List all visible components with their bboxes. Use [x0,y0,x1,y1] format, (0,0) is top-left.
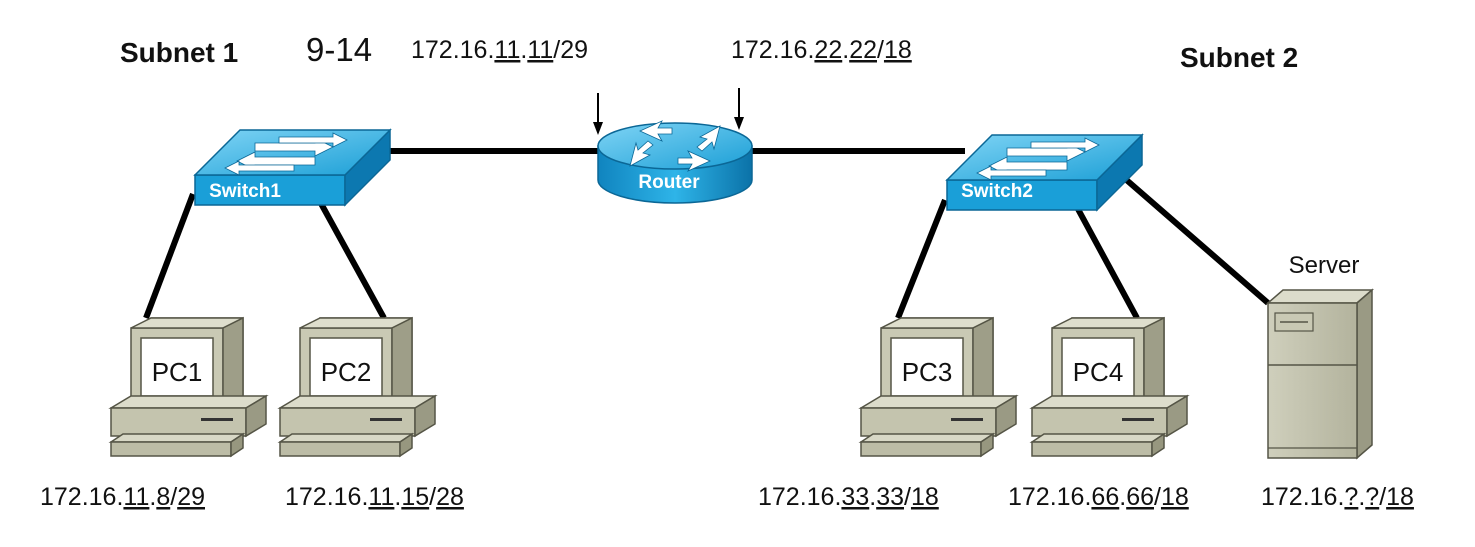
pc4-icon[interactable]: PC4 [1031,317,1188,457]
switch2-icon[interactable]: Switch2 [946,134,1143,211]
router-icon[interactable]: Router [597,120,753,204]
switch1-label: Switch1 [209,181,281,202]
pc4-label: PC4 [1073,357,1124,387]
router-label: Router [638,172,700,193]
cable-switch2-pc4 [1069,196,1140,320]
pc1-ip: 172.16.11.8/29 [40,483,205,511]
pc3-ip: 172.16.33.33/18 [758,483,939,511]
cable-switch2-pc3 [895,198,948,320]
pc2-icon[interactable]: PC2 [279,317,436,457]
pc1-icon[interactable]: PC1 [110,317,267,457]
router-left-ip: 172.16.11.11/29 [411,36,588,64]
subnet2-label: Subnet 2 [1180,42,1298,73]
subnet1-range: 9-14 [306,31,372,68]
router-right-ip: 172.16.22.22/18 [731,36,912,64]
pc4-ip: 172.16.66.66/18 [1008,483,1189,511]
server-icon[interactable] [1265,288,1375,460]
arrow-left-head [593,122,603,135]
cable-switch1-pc2 [315,196,387,320]
switch1-icon[interactable]: Switch1 [194,129,391,206]
pc2-ip: 172.16.11.15/28 [285,483,464,511]
server-ip: 172.16.?.?/18 [1261,483,1414,511]
server-label: Server [1289,252,1360,279]
pc3-label: PC3 [902,357,953,387]
subnet1-label: Subnet 1 [120,37,238,68]
pc2-label: PC2 [321,357,372,387]
arrow-right-head [734,117,744,130]
pc3-icon[interactable]: PC3 [860,317,1017,457]
router-interface-arrows [593,88,744,135]
cable-switch1-pc1 [143,192,196,320]
switch2-label: Switch2 [961,181,1033,202]
pc1-label: PC1 [152,357,203,387]
